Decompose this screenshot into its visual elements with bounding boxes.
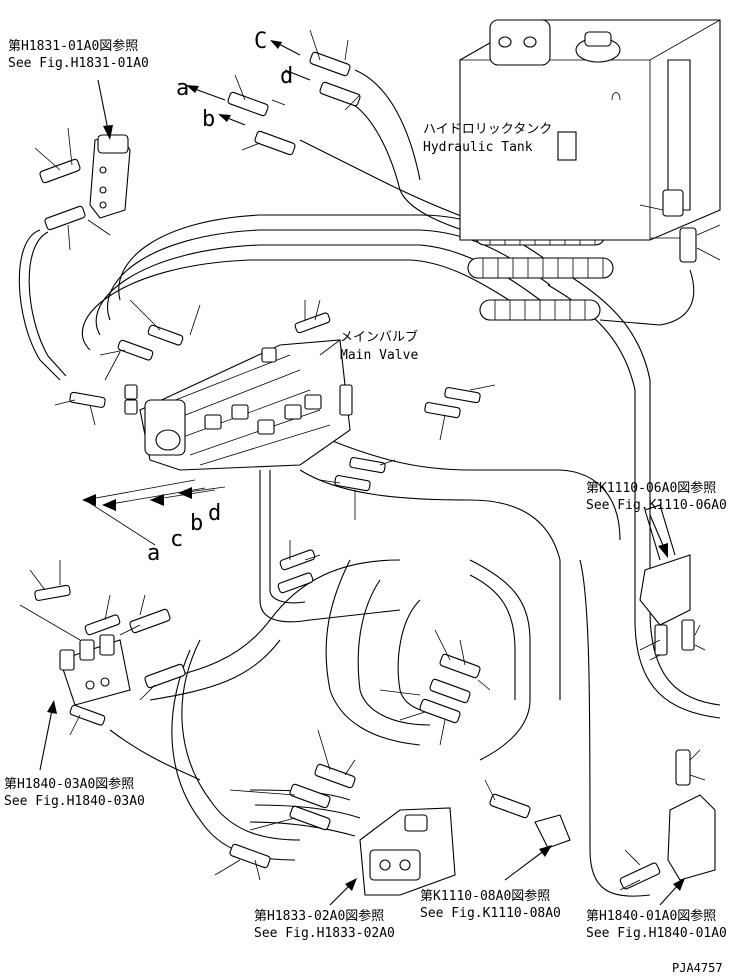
hydraulic-tank: ハイドロリックタンク Hydraulic Tank [423, 19, 721, 241]
ref-k1110-06-en: See Fig.K1110-06A0 [586, 498, 727, 513]
ref-h1831-jp: 第H1831-01A0図参照 [8, 38, 138, 54]
right-control-lever-valve [639, 554, 691, 626]
right-lower-valve-block [667, 794, 716, 881]
ref-h1840-03-jp: 第H1840-03A0図参照 [4, 776, 134, 792]
letter-top-a: a [176, 76, 189, 101]
hose-end-fittings [19, 29, 716, 891]
letter-bottom-a: a [147, 541, 160, 566]
reference-callouts [39, 79, 685, 906]
ref-h1840-01-jp: 第H1840-01A0図参照 [586, 908, 716, 924]
spiral-guard-middle [467, 257, 614, 279]
spiral-guard-lower [479, 299, 601, 321]
bottom-center-valve [359, 807, 456, 896]
main-valve: メインバルブ Main Valve [124, 329, 418, 471]
tank-sight-gauge [667, 59, 691, 211]
letter-bottom-b: b [190, 511, 203, 536]
ref-h1833-jp: 第H1833-02A0図参照 [254, 908, 384, 924]
ref-h1840-03-en: See Fig.H1840-03A0 [4, 794, 145, 809]
letter-bottom-d: d [208, 501, 221, 526]
ref-k1110-06-jp: 第K1110-06A0図参照 [586, 480, 716, 496]
drawing-code: PJA4757 [672, 961, 723, 975]
connection-arrows [82, 40, 311, 546]
hose-routing [18, 69, 721, 897]
tank-label-en: Hydraulic Tank [423, 140, 533, 155]
main-valve-label-jp: メインバルブ [340, 329, 418, 345]
letter-top-d: d [280, 64, 293, 89]
ref-h1833-en: See Fig.H1833-02A0 [254, 926, 395, 941]
small-valve-bracket [534, 814, 571, 849]
tank-breather [489, 19, 551, 66]
letter-top-c: C [254, 29, 267, 54]
letter-bottom-c: c [170, 527, 183, 552]
main-valve-label-en: Main Valve [340, 348, 418, 363]
ref-k1110-08-en: See Fig.K1110-08A0 [420, 906, 561, 921]
ref-h1840-01-en: See Fig.H1840-01A0 [586, 926, 727, 941]
tank-label-jp: ハイドロリックタンク [423, 122, 552, 137]
tank-bracket [557, 131, 577, 161]
ref-h1831-en: See Fig.H1831-01A0 [8, 56, 149, 71]
tank-outlet-fittings [639, 189, 721, 263]
ref-k1110-08-jp: 第K1110-08A0図参照 [420, 888, 550, 904]
letter-top-b: b [202, 107, 215, 132]
